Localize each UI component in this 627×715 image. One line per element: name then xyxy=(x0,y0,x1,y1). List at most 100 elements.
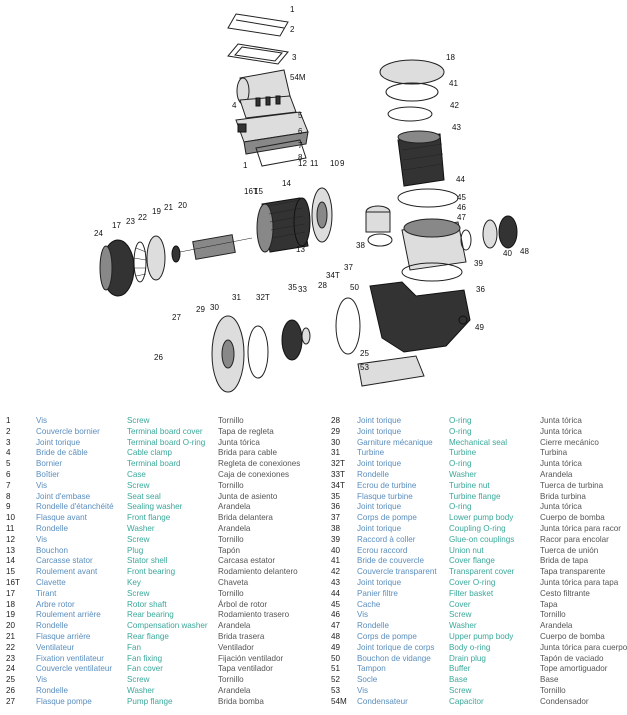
part-name-es: Arandela xyxy=(540,469,573,479)
part-name-es: Brida bomba xyxy=(218,696,264,706)
part-name-fr: Bouchon xyxy=(36,545,68,555)
part-name-es: Condensador xyxy=(540,696,589,706)
part-name-fr: Bouchon de vidange xyxy=(357,653,431,663)
part-name-en: Screw xyxy=(127,416,150,425)
callout-label: 43 xyxy=(452,123,461,132)
part-number: 11 xyxy=(6,523,15,533)
callout-label: 15 xyxy=(254,187,263,196)
callout-label: 35 xyxy=(288,283,297,292)
part-name-en: Capacitor xyxy=(449,696,484,706)
callout-label: 8 xyxy=(298,153,303,162)
part-name-es: Arandela xyxy=(218,621,251,631)
part-name-es: Tornillo xyxy=(218,675,244,685)
part-name-fr: Tampon xyxy=(357,664,386,674)
callout-label: 3 xyxy=(292,53,297,62)
part-name-es: Cierre mecánico xyxy=(540,437,599,447)
part-name-fr: Cache xyxy=(357,599,381,609)
part-number: 29 xyxy=(331,426,341,436)
part-number: 22 xyxy=(6,642,16,652)
part-name-fr: Flasque turbine xyxy=(357,491,413,501)
part-number: 18 xyxy=(6,599,16,609)
part-number: 16T xyxy=(6,577,20,587)
part-name-es: Cuerpo de bomba xyxy=(540,513,605,523)
callout-label: 34T xyxy=(326,271,340,280)
part-name-fr: Joint torique xyxy=(36,437,81,447)
part-name-es: Tornillo xyxy=(218,480,244,490)
callout-label: 49 xyxy=(475,323,484,332)
callout-label: 45 xyxy=(457,193,466,202)
callout-label: 9 xyxy=(340,159,345,168)
part-name-es: Arandela xyxy=(218,685,251,695)
part-name-fr: Flasque avant xyxy=(36,513,87,523)
part-name-es: Brida para cable xyxy=(218,448,277,458)
callout-label: 6 xyxy=(298,127,303,136)
upper-seal xyxy=(397,188,459,208)
part-name-es: Junta tórica para tapa xyxy=(540,577,619,587)
part-name-fr: Rondelle xyxy=(36,685,68,695)
callout-label: 19 xyxy=(152,207,161,216)
part-name-en: Compensation washer xyxy=(127,621,208,631)
callout-label: 1 xyxy=(290,5,295,14)
part-name-es: Arandela xyxy=(218,523,251,533)
callout-label: 10 xyxy=(330,159,339,168)
part-number: 50 xyxy=(331,653,341,663)
part-name-en: Base xyxy=(449,675,468,685)
part-name-en: Washer xyxy=(127,523,155,533)
part-name-fr: Joint d'embase xyxy=(36,491,91,501)
part-number: 40 xyxy=(331,545,341,555)
part-number: 21 xyxy=(6,631,16,641)
part-number: 14 xyxy=(6,556,16,566)
part-name-fr: Roulement avant xyxy=(36,567,98,577)
rotor-shaft xyxy=(179,234,253,260)
part-name-es: Brida trasera xyxy=(218,631,265,641)
terminal-cover xyxy=(227,13,289,65)
part-name-en: Cover flange xyxy=(449,556,495,566)
part-number: 34T xyxy=(331,480,345,490)
part-name-en: Washer xyxy=(449,469,477,479)
part-number: 23 xyxy=(6,653,16,663)
part-name-en: Glue-on couplings xyxy=(449,534,515,544)
terminal-case xyxy=(235,111,309,155)
callout-label: 54M xyxy=(290,73,306,82)
callout-label: 41 xyxy=(449,79,458,88)
part-name-fr: Corps de pompe xyxy=(357,513,417,523)
part-name-fr: Rondelle xyxy=(36,621,68,631)
part-name-es: Junta tórica xyxy=(218,437,260,447)
part-name-en: Terminal board cover xyxy=(127,426,203,436)
part-name-fr: Couvercle transparent xyxy=(357,567,437,577)
part-name-en: Screw xyxy=(449,610,472,620)
part-name-es: Tuerca de unión xyxy=(540,545,599,555)
part-number: 25 xyxy=(6,675,16,685)
part-name-es: Junta tórica xyxy=(540,459,582,469)
part-number: 31 xyxy=(331,448,341,458)
callout-label: 40 xyxy=(503,249,512,258)
callout-label: 12 xyxy=(298,159,307,168)
base xyxy=(357,355,425,387)
part-name-fr: Socle xyxy=(357,675,378,685)
part-name-en: Screw xyxy=(127,480,150,490)
part-number: 6 xyxy=(6,469,11,479)
callout-label: 11 xyxy=(310,159,319,168)
part-name-fr: Joint torique xyxy=(357,502,402,512)
part-name-en: Coupling O-ring xyxy=(449,523,506,533)
part-name-es: Rodamiento delantero xyxy=(218,567,298,577)
part-name-en: Upper pump body xyxy=(449,631,514,641)
part-number: 17 xyxy=(6,588,16,598)
part-name-en: Sealing washer xyxy=(127,502,183,512)
part-name-es: Junta tórica para racor xyxy=(540,523,621,533)
cover-flange xyxy=(379,59,445,122)
part-name-es: Tornillo xyxy=(540,610,566,620)
part-name-en: O-ring xyxy=(449,416,472,425)
part-name-en: Fan cover xyxy=(127,664,163,674)
part-name-en: Turbine xyxy=(449,448,477,458)
part-name-fr: Turbine xyxy=(357,448,385,458)
part-name-es: Tapa ventilador xyxy=(218,664,273,674)
callout-label: 23 xyxy=(126,217,135,226)
part-name-en: Lower pump body xyxy=(449,513,514,523)
part-name-es: Tapa de regleta xyxy=(218,426,274,436)
part-name-en: Washer xyxy=(127,685,155,695)
part-name-en: Drain plug xyxy=(449,653,486,663)
callout-label: 36 xyxy=(476,285,485,294)
part-name-en: Body o-ring xyxy=(449,642,491,652)
part-number: 20 xyxy=(6,621,16,631)
